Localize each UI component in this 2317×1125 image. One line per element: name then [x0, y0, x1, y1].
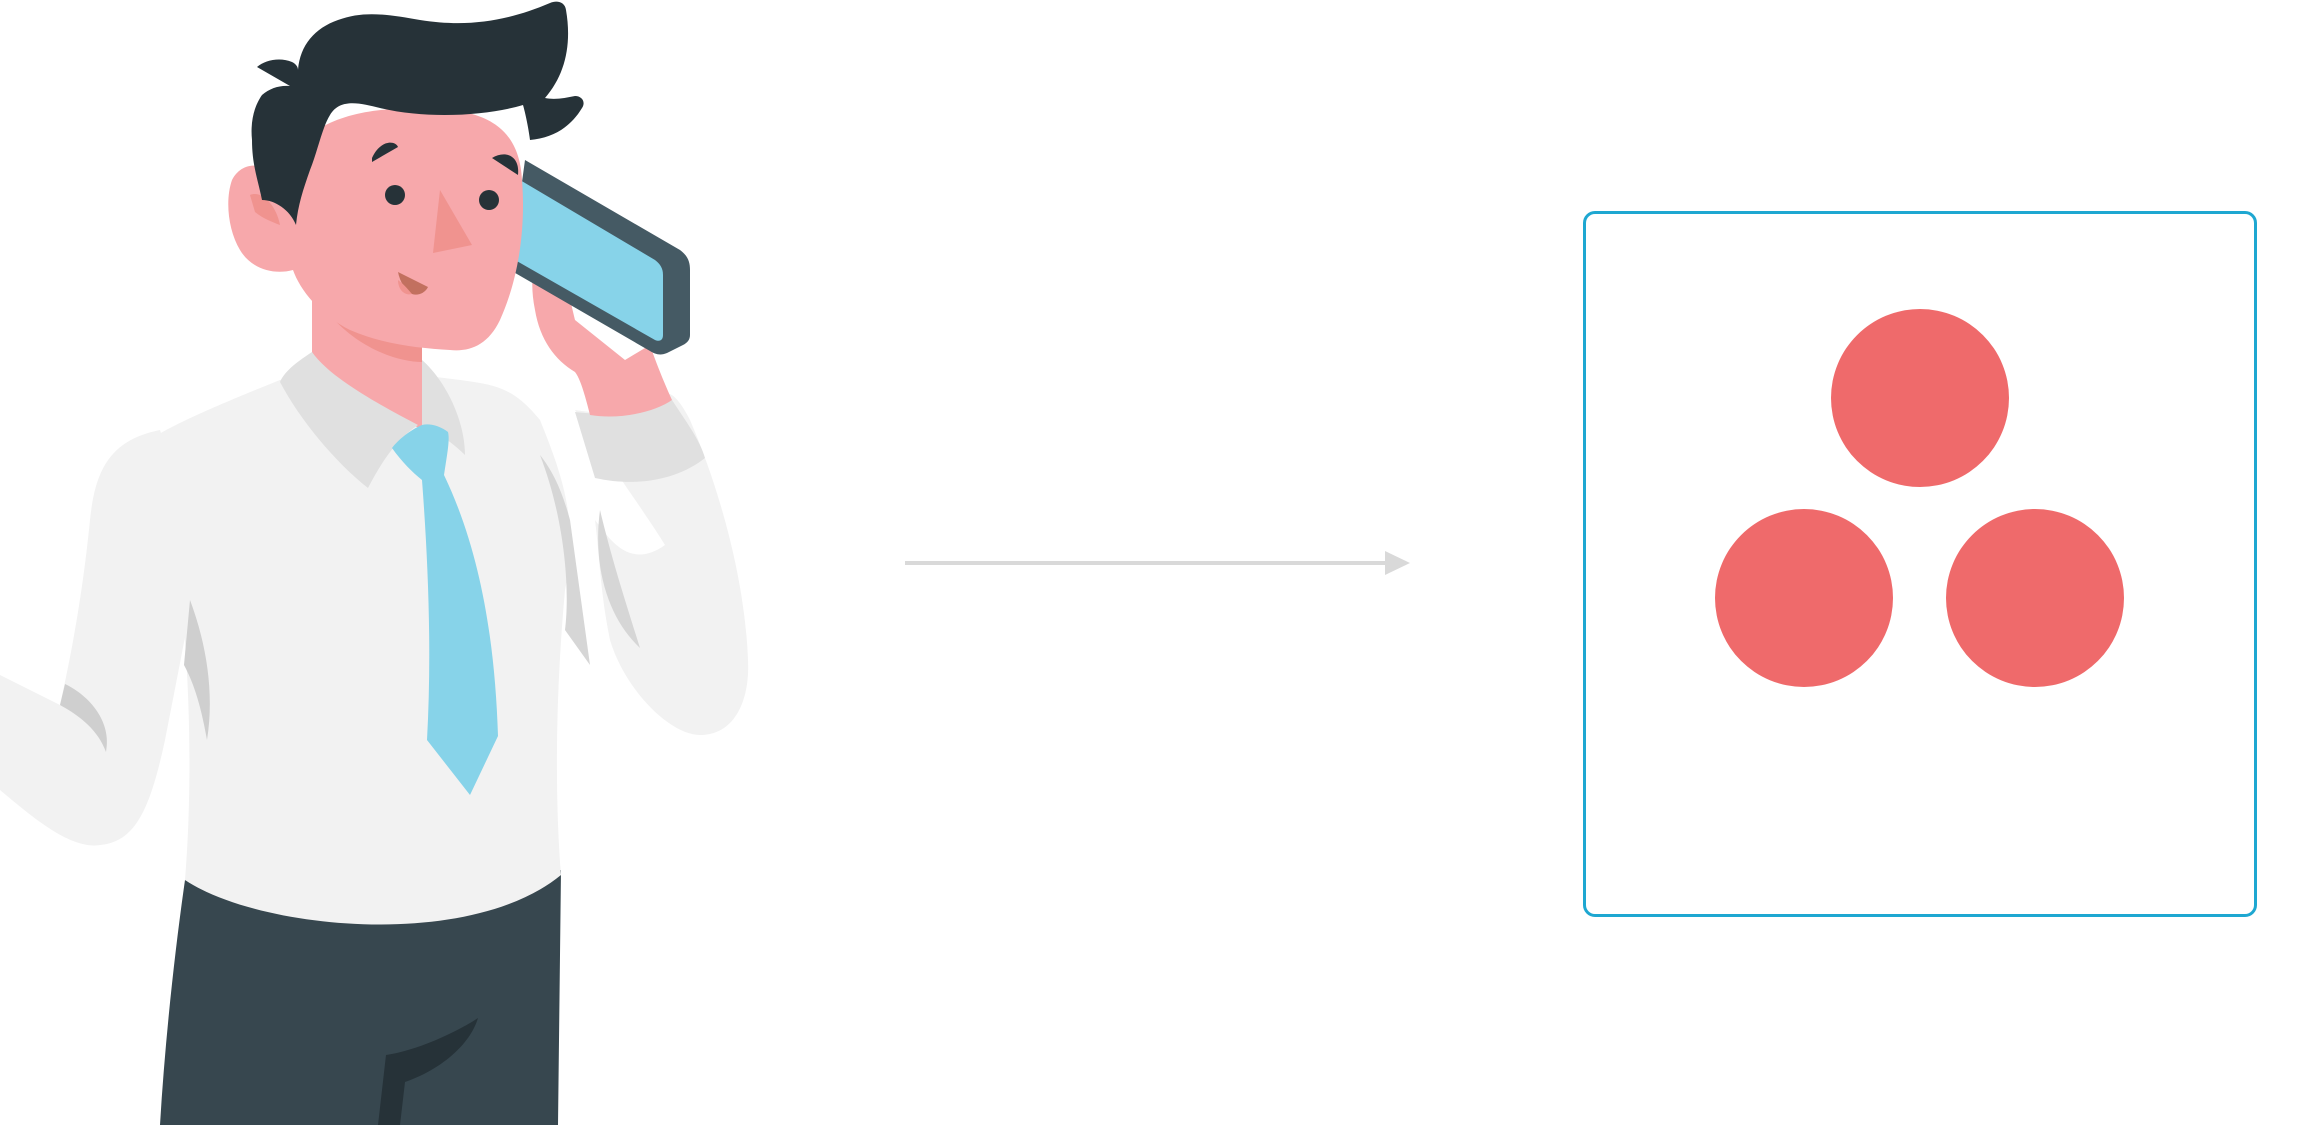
- right-cuff: [575, 400, 705, 482]
- tie: [392, 424, 498, 795]
- right-arm: [575, 393, 749, 735]
- left-arm-fold: [60, 684, 107, 752]
- collar-right: [422, 360, 465, 455]
- hair: [251, 1, 584, 225]
- arrow-head: [1385, 551, 1410, 575]
- ear-inner: [250, 194, 280, 225]
- logo-dot-top: [1831, 309, 2009, 487]
- eye-right: [479, 190, 499, 210]
- eyebrow-right: [492, 154, 519, 175]
- three-dots-logo-icon: [1715, 309, 2124, 687]
- person-with-phone-icon: [0, 1, 749, 1125]
- eyebrow-left: [372, 142, 398, 162]
- logo-dot-bottom-left: [1715, 509, 1893, 687]
- trouser-crease: [378, 1018, 478, 1125]
- collar-left: [280, 352, 418, 488]
- shirt-side-shadow: [184, 600, 210, 740]
- logo-dot-bottom-right: [1946, 509, 2124, 687]
- arrow-right-icon: [905, 551, 1410, 575]
- nose: [433, 190, 472, 253]
- shirt-fold-right: [540, 455, 590, 665]
- phone-screen: [515, 180, 663, 341]
- eye-left: [385, 185, 405, 205]
- trousers: [160, 870, 561, 1125]
- mouth: [398, 272, 428, 295]
- mouth-inner: [398, 280, 412, 295]
- left-arm: [0, 430, 200, 846]
- logo-card: [1583, 211, 2257, 917]
- right-arm-fold: [598, 510, 640, 648]
